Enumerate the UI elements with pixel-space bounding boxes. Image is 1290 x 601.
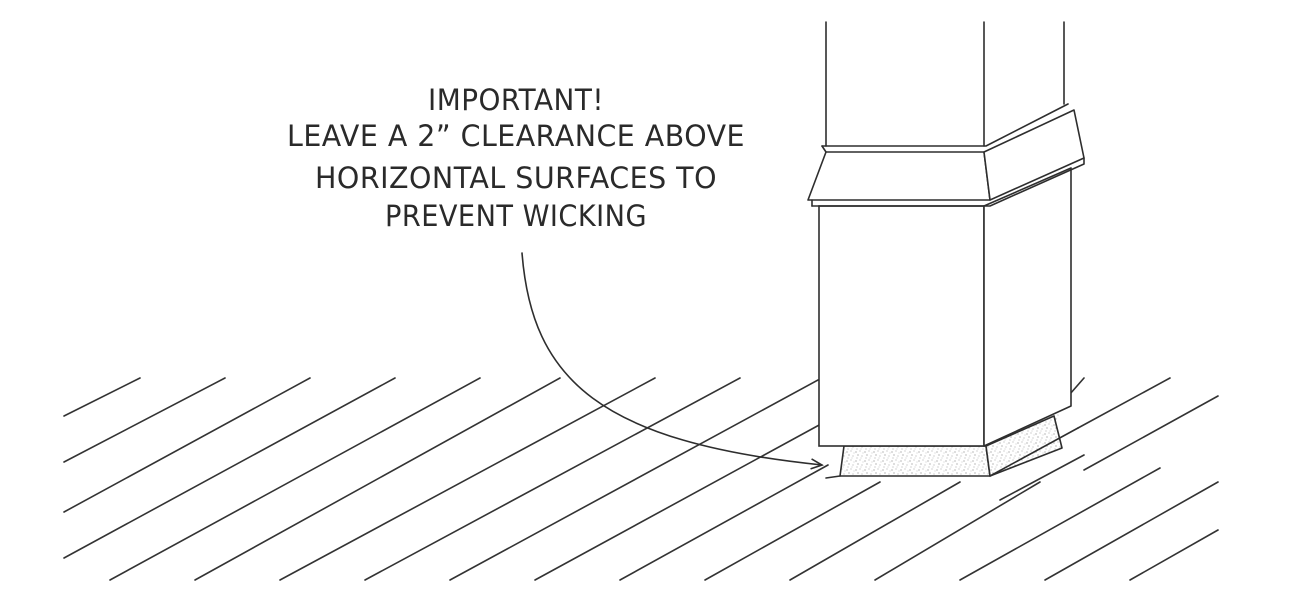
column-cap-front [807,151,991,201]
deck-board-line [364,377,741,581]
column-lower-shaft-side [983,167,1072,447]
deck-board-line [63,377,396,559]
column-spacer-side [985,415,1063,477]
note-line-4: PREVENT WICKING [385,199,647,233]
note-line-2: LEAVE A 2” CLEARANCE ABOVE [287,119,745,153]
deck-board-line [1083,395,1219,471]
deck-board-line [194,377,561,581]
deck-board-line [1077,377,1171,429]
clearance-note: IMPORTANT! LEAVE A 2” CLEARANCE ABOVE HO… [287,83,745,233]
deck-board-line [109,377,481,581]
column [807,21,1085,479]
deck-board-line [63,377,311,513]
deck-boards [63,377,1219,581]
deck-board-line [1044,481,1219,581]
column-lower-shaft-front [818,205,985,447]
deck-board-line [789,481,961,581]
deck-board-line [999,454,1085,501]
deck-board-line [959,467,1161,581]
deck-board-line [1129,529,1219,581]
note-line-1: IMPORTANT! [428,83,604,117]
deck-board-line [534,417,833,581]
column-spacer-front [839,445,991,477]
callout-arrow [521,252,824,470]
note-line-3: HORIZONTAL SURFACES TO [315,161,717,195]
deck-board-line [874,481,1041,581]
deck-board-line [449,379,819,581]
deck-board-line [63,377,141,417]
deck-board-line [63,377,226,463]
column-cap-side [983,109,1085,201]
deck-board-line [279,377,656,581]
deck-board-line [619,464,829,581]
deck-board-line [704,481,881,581]
